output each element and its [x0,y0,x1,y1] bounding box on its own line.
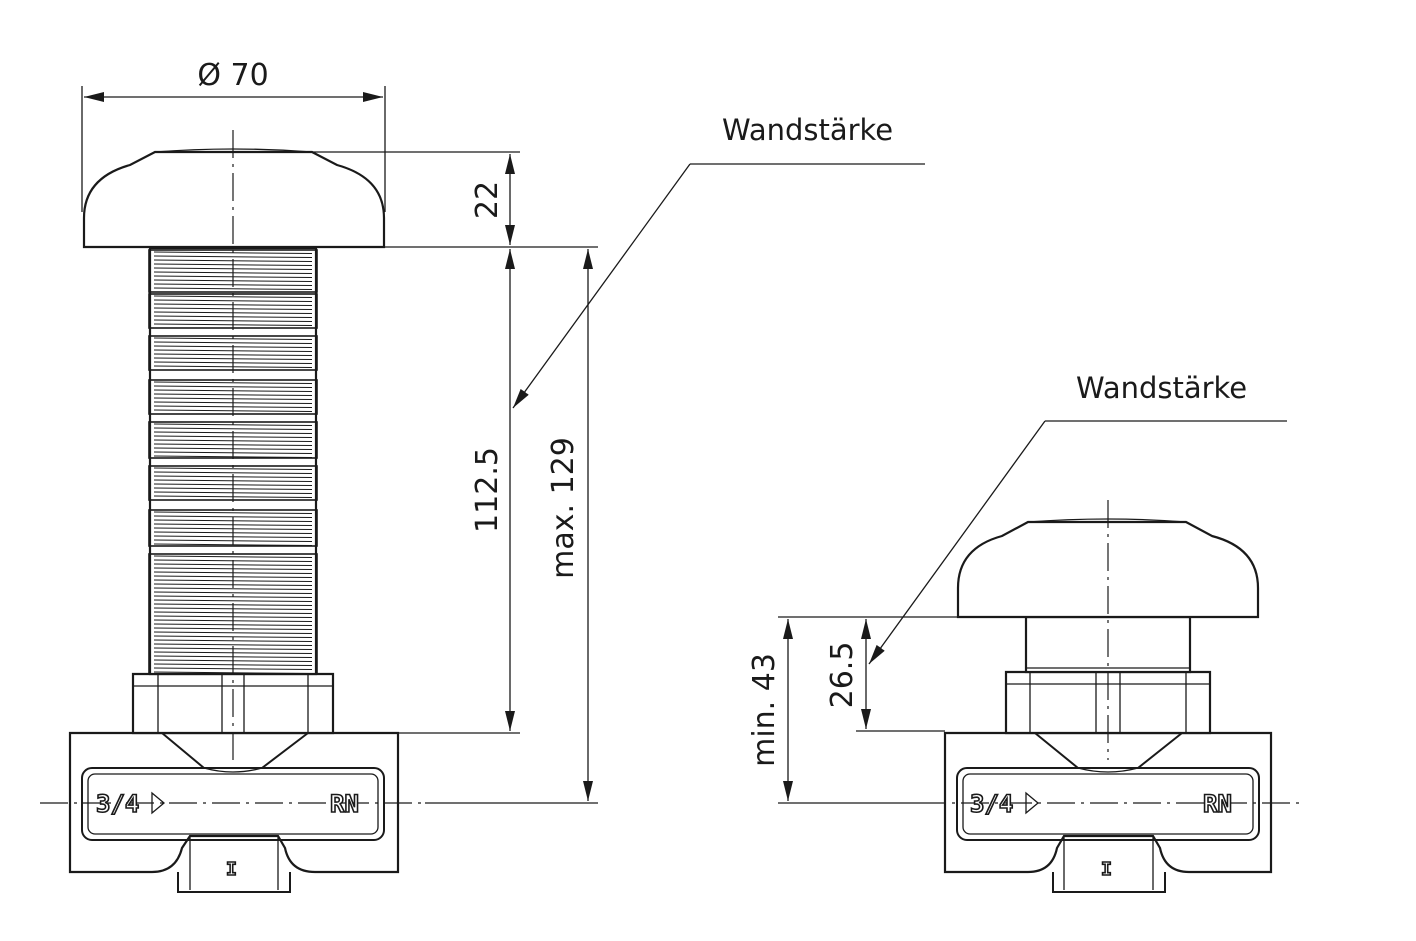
wall-label-long: Wandstärke [722,113,893,147]
flow-arrow-icon-short [1025,791,1040,815]
body-mark-size: 3/4 [96,790,139,818]
wall-label-short: Wandstärke [1076,371,1247,405]
flow-arrow-icon [151,791,166,815]
wall-leader-long [512,163,691,409]
long-view: 3/4 RN I Ø 70 22 112.5 max. 129 Wandstär… [40,58,925,893]
dim-total-length-label: max. 129 [546,437,581,579]
dim-cap-height-label: 22 [470,181,505,219]
body-mark-rn-short: RN [1203,790,1232,818]
dim-inner-label: 26.5 [825,642,860,709]
dim-thread-length-label: 112.5 [470,447,505,533]
body-mark-i-short: I [1101,859,1112,880]
body-mark-size-short: 3/4 [970,790,1013,818]
dim-diameter-label: Ø 70 [197,58,268,93]
dim-outer-label: min. 43 [747,653,782,767]
wall-leader-short [868,420,1046,665]
short-view: 3/4 RN I 26.5 min. 43 Wandstärke [747,371,1300,893]
body-mark-i: I [226,859,237,880]
cap-long [82,148,386,249]
body-mark-rn: RN [330,790,359,818]
